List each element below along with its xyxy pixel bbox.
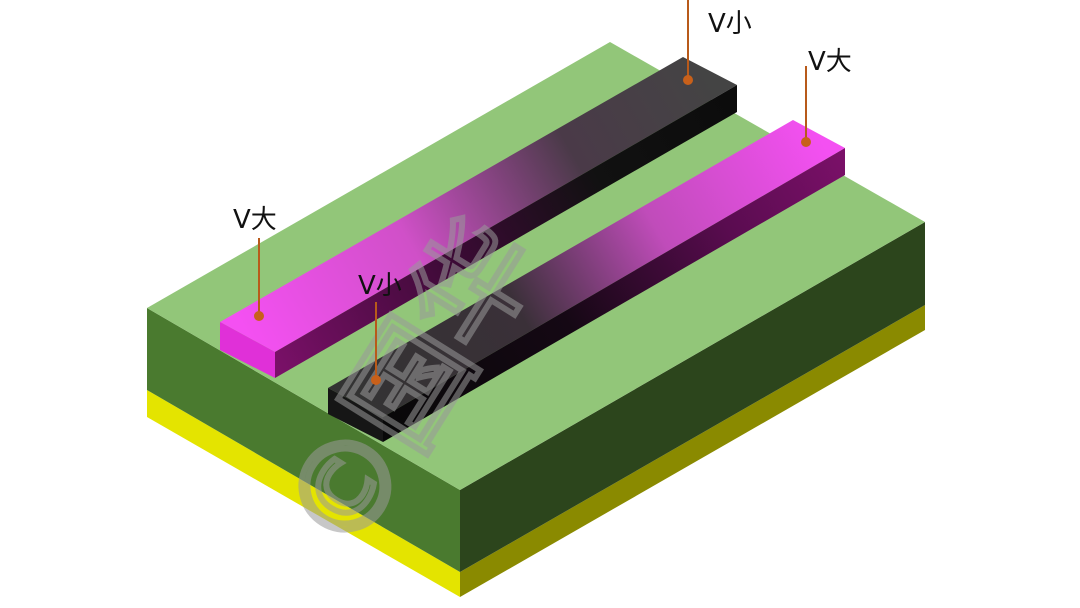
lead-back-left — [683, 0, 693, 85]
lead-back-right — [801, 66, 811, 147]
label-front-right: V小 — [358, 271, 402, 301]
electrode-bar-2-side — [383, 148, 845, 442]
base-layer-left — [147, 390, 460, 597]
electrode-bar-2-top — [328, 120, 845, 417]
lead-front-right — [371, 302, 381, 385]
electrode-bar-1-top — [220, 57, 737, 352]
substrate-top — [147, 42, 925, 490]
substrate-side-left — [147, 308, 460, 572]
label-back-right: V大 — [808, 47, 852, 77]
substrate-side-right — [460, 222, 925, 572]
electrode-bar-2-front — [328, 388, 383, 442]
label-back-left: V小 — [708, 9, 752, 39]
base-layer-right — [460, 305, 925, 597]
electrode-bar-1-side — [275, 85, 737, 378]
lead-front-left — [254, 238, 264, 321]
label-front-left: V大 — [233, 205, 277, 235]
electrode-bar-1-front — [220, 322, 275, 378]
